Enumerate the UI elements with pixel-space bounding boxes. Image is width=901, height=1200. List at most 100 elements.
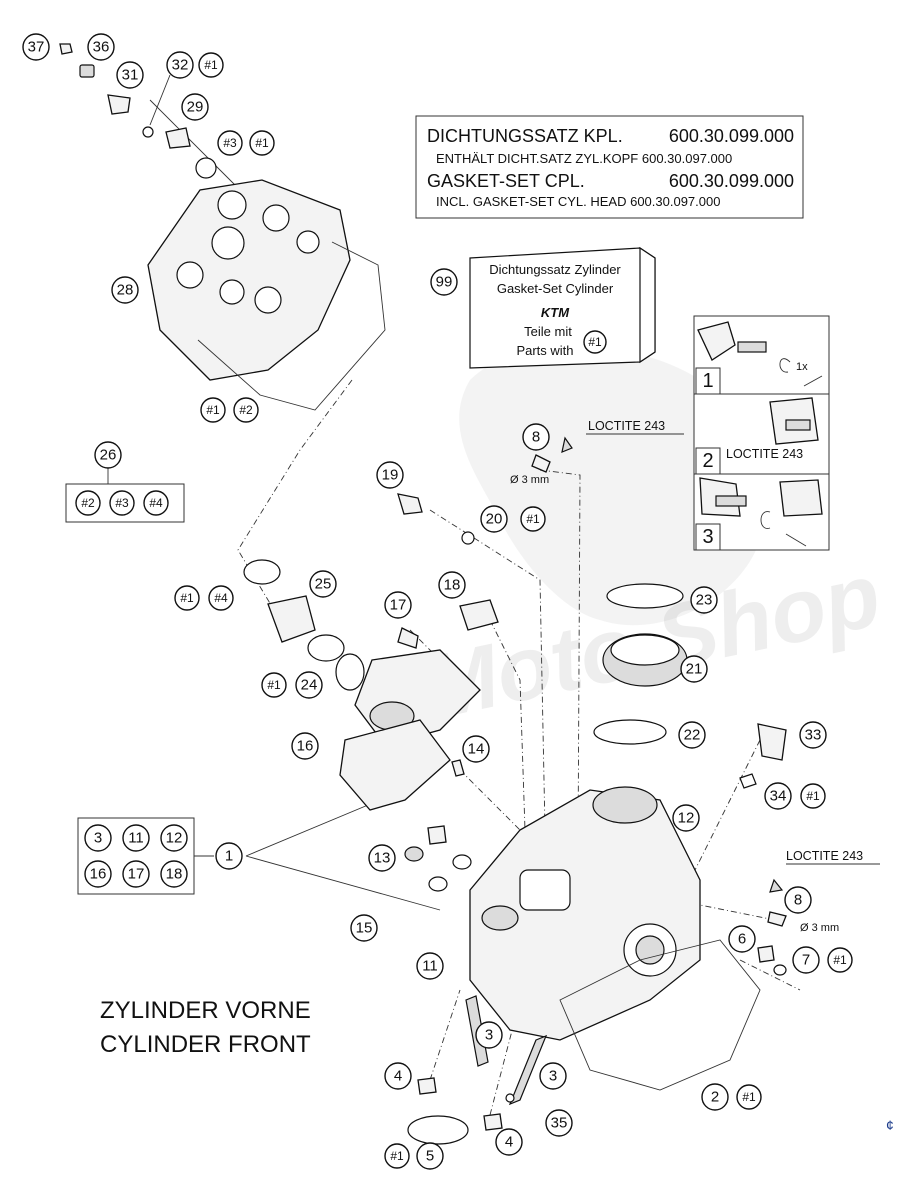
callout-31: 31 <box>116 61 144 89</box>
callout-1-tag-oring: #1 <box>384 1143 410 1169</box>
svg-text:#1: #1 <box>806 789 820 803</box>
svg-text:#4: #4 <box>149 496 163 510</box>
group-1: 1 3 11 12 16 17 18 <box>77 817 243 895</box>
callout-13: 13 <box>368 844 396 872</box>
svg-text:15: 15 <box>356 920 373 937</box>
kit-line2: Gasket-Set Cylinder <box>497 281 614 296</box>
callout-32: 32 <box>166 51 194 79</box>
svg-text:1: 1 <box>225 848 233 865</box>
svg-text:19: 19 <box>382 467 399 484</box>
svg-text:4: 4 <box>394 1068 402 1085</box>
svg-text:#1: #1 <box>267 678 281 692</box>
svg-text:16: 16 <box>90 866 107 883</box>
callouts: 37 36 31 32 #1 29 #3 #1 28 #1 #2 19 8 20… <box>22 33 853 1170</box>
svg-text:36: 36 <box>93 39 110 56</box>
svg-text:22: 22 <box>684 727 701 744</box>
callout-3-tag-top: #3 <box>217 130 243 156</box>
step-3-number: 3 <box>702 526 713 548</box>
svg-text:8: 8 <box>532 429 540 446</box>
callout-20-tag: #1 <box>520 506 546 532</box>
svg-text:#4: #4 <box>214 591 228 605</box>
callout-17: 17 <box>384 591 412 619</box>
callout-32-tag: #1 <box>198 52 224 78</box>
svg-text:11: 11 <box>422 958 438 975</box>
callout-4-nut-left: 4 <box>384 1062 412 1090</box>
callout-22: 22 <box>678 721 706 749</box>
title-line-2: CYLINDER FRONT <box>100 1031 311 1058</box>
svg-text:#1: #1 <box>833 953 847 967</box>
svg-text:#3: #3 <box>223 136 237 150</box>
group-26: 26 #2 #3 #4 <box>65 441 185 523</box>
step-1-number: 1 <box>702 370 713 392</box>
callout-6: 6 <box>728 925 756 953</box>
info-line4: INCL. GASKET-SET CYL. HEAD 600.30.097.00… <box>436 194 720 209</box>
svg-text:18: 18 <box>166 866 183 883</box>
callout-37: 37 <box>22 33 50 61</box>
svg-text:25: 25 <box>315 576 332 593</box>
callout-4-tag-25: #4 <box>208 585 234 611</box>
svg-text:#1: #1 <box>742 1090 756 1104</box>
svg-text:14: 14 <box>468 741 485 758</box>
callout-11: 11 <box>416 952 444 980</box>
svg-text:26: 26 <box>100 447 117 464</box>
callout-20: 20 <box>480 505 508 533</box>
diameter-label-top: Ø 3 mm <box>510 474 549 486</box>
callout-23: 23 <box>690 586 718 614</box>
callout-29: 29 <box>181 93 209 121</box>
info-line2: ENTHÄLT DICHT.SATZ ZYL.KOPF 600.30.097.0… <box>436 151 732 166</box>
diameter-label-right: Ø 3 mm <box>800 922 839 934</box>
loctite-label-right: LOCTITE 243 <box>786 849 863 863</box>
kit-logo: KTM <box>541 305 570 320</box>
svg-text:3: 3 <box>94 830 102 847</box>
svg-text:11: 11 <box>128 830 144 847</box>
callout-8-top: 8 <box>522 423 550 451</box>
callout-5: 5 <box>416 1142 444 1170</box>
kit-line1: Dichtungssatz Zylinder <box>489 262 621 277</box>
step-2-note: LOCTITE 243 <box>726 447 803 461</box>
callout-1-tag-top: #1 <box>249 130 275 156</box>
svg-text:2: 2 <box>711 1089 719 1106</box>
callout-99: 99 <box>430 268 458 296</box>
svg-text:37: 37 <box>28 39 45 56</box>
svg-text:#1: #1 <box>526 512 540 526</box>
callout-3-stud-lower: 3 <box>539 1062 567 1090</box>
title-line-1: ZYLINDER VORNE <box>100 997 311 1024</box>
callout-34: 34 <box>764 782 792 810</box>
svg-text:35: 35 <box>551 1115 568 1132</box>
callout-19: 19 <box>376 461 404 489</box>
callout-1-tag-gasket: #1 <box>200 397 226 423</box>
svg-text:3: 3 <box>485 1027 493 1044</box>
step-1-note: 1x <box>796 361 808 373</box>
svg-text:24: 24 <box>301 677 318 694</box>
svg-text:99: 99 <box>436 274 453 291</box>
callout-34-tag: #1 <box>800 783 826 809</box>
svg-text:17: 17 <box>390 597 407 614</box>
svg-text:13: 13 <box>374 850 391 867</box>
callout-3-stud-upper: 3 <box>475 1021 503 1049</box>
svg-text:8: 8 <box>794 892 802 909</box>
parts-graphics <box>59 43 787 1145</box>
svg-text:#1: #1 <box>206 403 220 417</box>
svg-text:6: 6 <box>738 931 746 948</box>
svg-text:#2: #2 <box>81 496 95 510</box>
loctite-label-top: LOCTITE 243 <box>588 419 665 433</box>
callout-2-base-gasket: 2 <box>701 1083 729 1111</box>
svg-text:#3: #3 <box>115 496 129 510</box>
callout-35: 35 <box>545 1109 573 1137</box>
gasket-set-info-box: DICHTUNGSSATZ KPL. 600.30.099.000 ENTHÄL… <box>415 115 804 219</box>
svg-text:31: 31 <box>122 67 139 84</box>
callout-7: 7 <box>792 946 820 974</box>
callout-2-tag: #1 <box>736 1084 762 1110</box>
svg-text:28: 28 <box>117 282 134 299</box>
svg-text:#1: #1 <box>390 1149 404 1163</box>
svg-text:#1: #1 <box>588 335 602 349</box>
kit-tag-callout: #1 <box>583 330 607 354</box>
svg-text:#1: #1 <box>204 58 218 72</box>
svg-text:18: 18 <box>444 577 461 594</box>
svg-text:20: 20 <box>486 511 503 528</box>
svg-text:16: 16 <box>297 738 314 755</box>
callout-18: 18 <box>438 571 466 599</box>
svg-text:5: 5 <box>426 1148 434 1165</box>
